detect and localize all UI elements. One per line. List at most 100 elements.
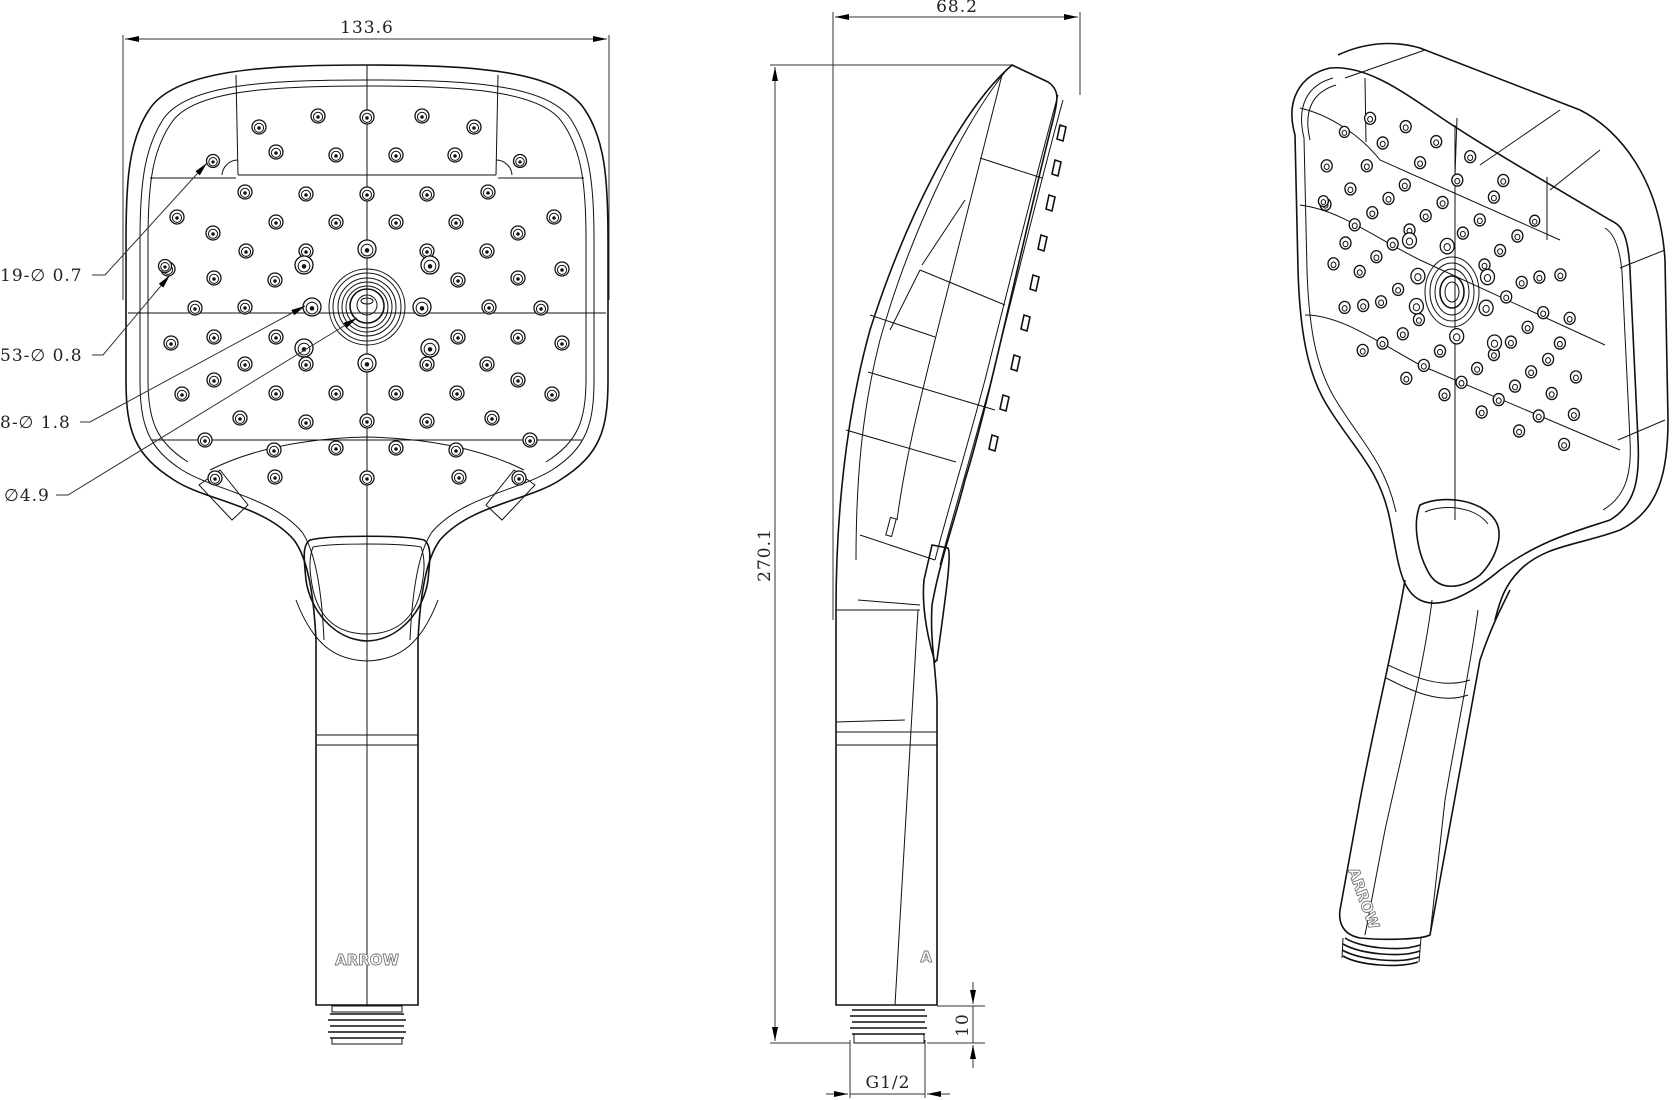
brand-logo-iso: ARROW <box>1344 865 1383 932</box>
nozzle <box>450 329 466 345</box>
nozzle <box>197 432 213 448</box>
nozzle <box>237 184 253 200</box>
iso-nozzle <box>1376 336 1389 350</box>
nozzle <box>169 209 185 225</box>
iso-nozzle <box>1398 178 1411 192</box>
nozzle <box>310 108 326 124</box>
iso-nozzle <box>1541 352 1555 367</box>
large-nozzle <box>302 297 322 317</box>
iso-center-outlet <box>1424 256 1480 328</box>
brand-logo-side: A <box>920 948 932 966</box>
brand-logo-front: ARROW <box>335 951 399 969</box>
nozzle <box>533 300 549 316</box>
iso-nozzle <box>1366 205 1379 220</box>
iso-nozzle <box>1493 243 1507 258</box>
nozzle <box>268 385 284 401</box>
nozzle <box>298 186 314 202</box>
iso-nozzle <box>1449 327 1465 345</box>
nozzle <box>174 386 190 402</box>
isometric-view: ARROW <box>1291 42 1669 967</box>
nozzle <box>359 186 375 202</box>
nozzle <box>419 186 435 202</box>
iso-nozzle <box>1348 218 1361 232</box>
iso-nozzle <box>1487 190 1501 204</box>
nozzle <box>163 335 179 351</box>
thread-iso <box>1341 937 1422 967</box>
nozzle <box>554 261 570 277</box>
nozzle <box>328 147 344 163</box>
nozzle <box>205 153 221 169</box>
thread-front <box>328 1005 406 1045</box>
nozzle <box>480 184 496 200</box>
spray-toggle-button <box>303 535 431 642</box>
nozzle <box>267 469 283 485</box>
nozzle <box>510 270 526 286</box>
nozzle <box>268 214 284 230</box>
nozzle <box>466 119 482 135</box>
nozzle <box>419 356 435 372</box>
iso-nozzle <box>1532 409 1545 423</box>
large-nozzle <box>420 338 440 358</box>
length-dimension-label: 270.1 <box>755 528 775 582</box>
callout-main-nozzles: 53-∅ 0.8 <box>0 346 83 366</box>
nozzle <box>479 243 495 259</box>
iso-nozzle <box>1439 237 1455 255</box>
iso-nozzle <box>1356 343 1369 358</box>
iso-nozzle <box>1455 375 1468 390</box>
nozzle <box>187 300 203 316</box>
side-view: 68.2 270.1 A <box>755 0 1081 1098</box>
thread-spec-dimension: G1/2 <box>826 1073 950 1097</box>
iso-nozzle <box>1464 149 1477 164</box>
iso-nozzle <box>1537 306 1550 320</box>
nozzle <box>298 356 314 372</box>
iso-nozzle <box>1396 327 1409 341</box>
iso-nozzle <box>1438 388 1451 402</box>
nozzle <box>206 270 222 286</box>
iso-nozzle <box>1344 182 1357 196</box>
iso-nozzle <box>1511 229 1524 243</box>
nozzle <box>328 440 344 456</box>
iso-nozzle <box>1529 214 1541 227</box>
nozzle <box>419 243 435 259</box>
nozzle <box>447 147 463 163</box>
iso-nozzle <box>1504 335 1518 349</box>
iso-nozzle <box>1512 424 1526 438</box>
iso-nozzle <box>1475 405 1488 419</box>
nozzle <box>206 372 222 388</box>
large-nozzle <box>412 297 432 317</box>
iso-nozzle <box>1376 136 1389 150</box>
iso-nozzle <box>1478 299 1494 317</box>
front-view: 133.6 ARROW <box>0 18 610 1045</box>
iso-nozzle <box>1569 370 1583 384</box>
nozzle <box>266 442 282 458</box>
callout-large-nozzles: 8-∅ 1.8 <box>0 413 71 433</box>
iso-nozzle <box>1533 270 1546 284</box>
iso-nozzle <box>1401 232 1418 249</box>
iso-nozzle <box>1317 194 1330 208</box>
iso-nozzle <box>1492 392 1505 407</box>
nozzle-array <box>157 108 570 486</box>
nozzle <box>238 243 254 259</box>
iso-nozzle <box>1508 379 1522 393</box>
iso-nozzle <box>1338 300 1351 315</box>
large-nozzle <box>420 255 440 275</box>
depth-dimension-label: 68.2 <box>936 0 978 17</box>
nozzle <box>484 410 500 426</box>
iso-nozzle <box>1436 195 1449 210</box>
nozzle <box>450 272 466 288</box>
iso-nozzle <box>1410 267 1426 285</box>
nozzle <box>328 214 344 230</box>
thread-side <box>849 1009 927 1098</box>
iso-nozzle <box>1563 311 1576 326</box>
iso-nozzle <box>1370 250 1383 264</box>
iso-nozzle <box>1456 226 1470 240</box>
iso-nozzle <box>1374 295 1388 309</box>
nozzle <box>237 299 253 315</box>
iso-nozzle <box>1521 320 1534 335</box>
large-nozzle <box>294 338 314 358</box>
iso-nozzle <box>1353 264 1366 279</box>
center-outlet <box>328 268 406 346</box>
iso-nozzle <box>1470 361 1484 376</box>
nozzle <box>448 214 464 230</box>
iso-nozzle <box>1339 236 1352 250</box>
